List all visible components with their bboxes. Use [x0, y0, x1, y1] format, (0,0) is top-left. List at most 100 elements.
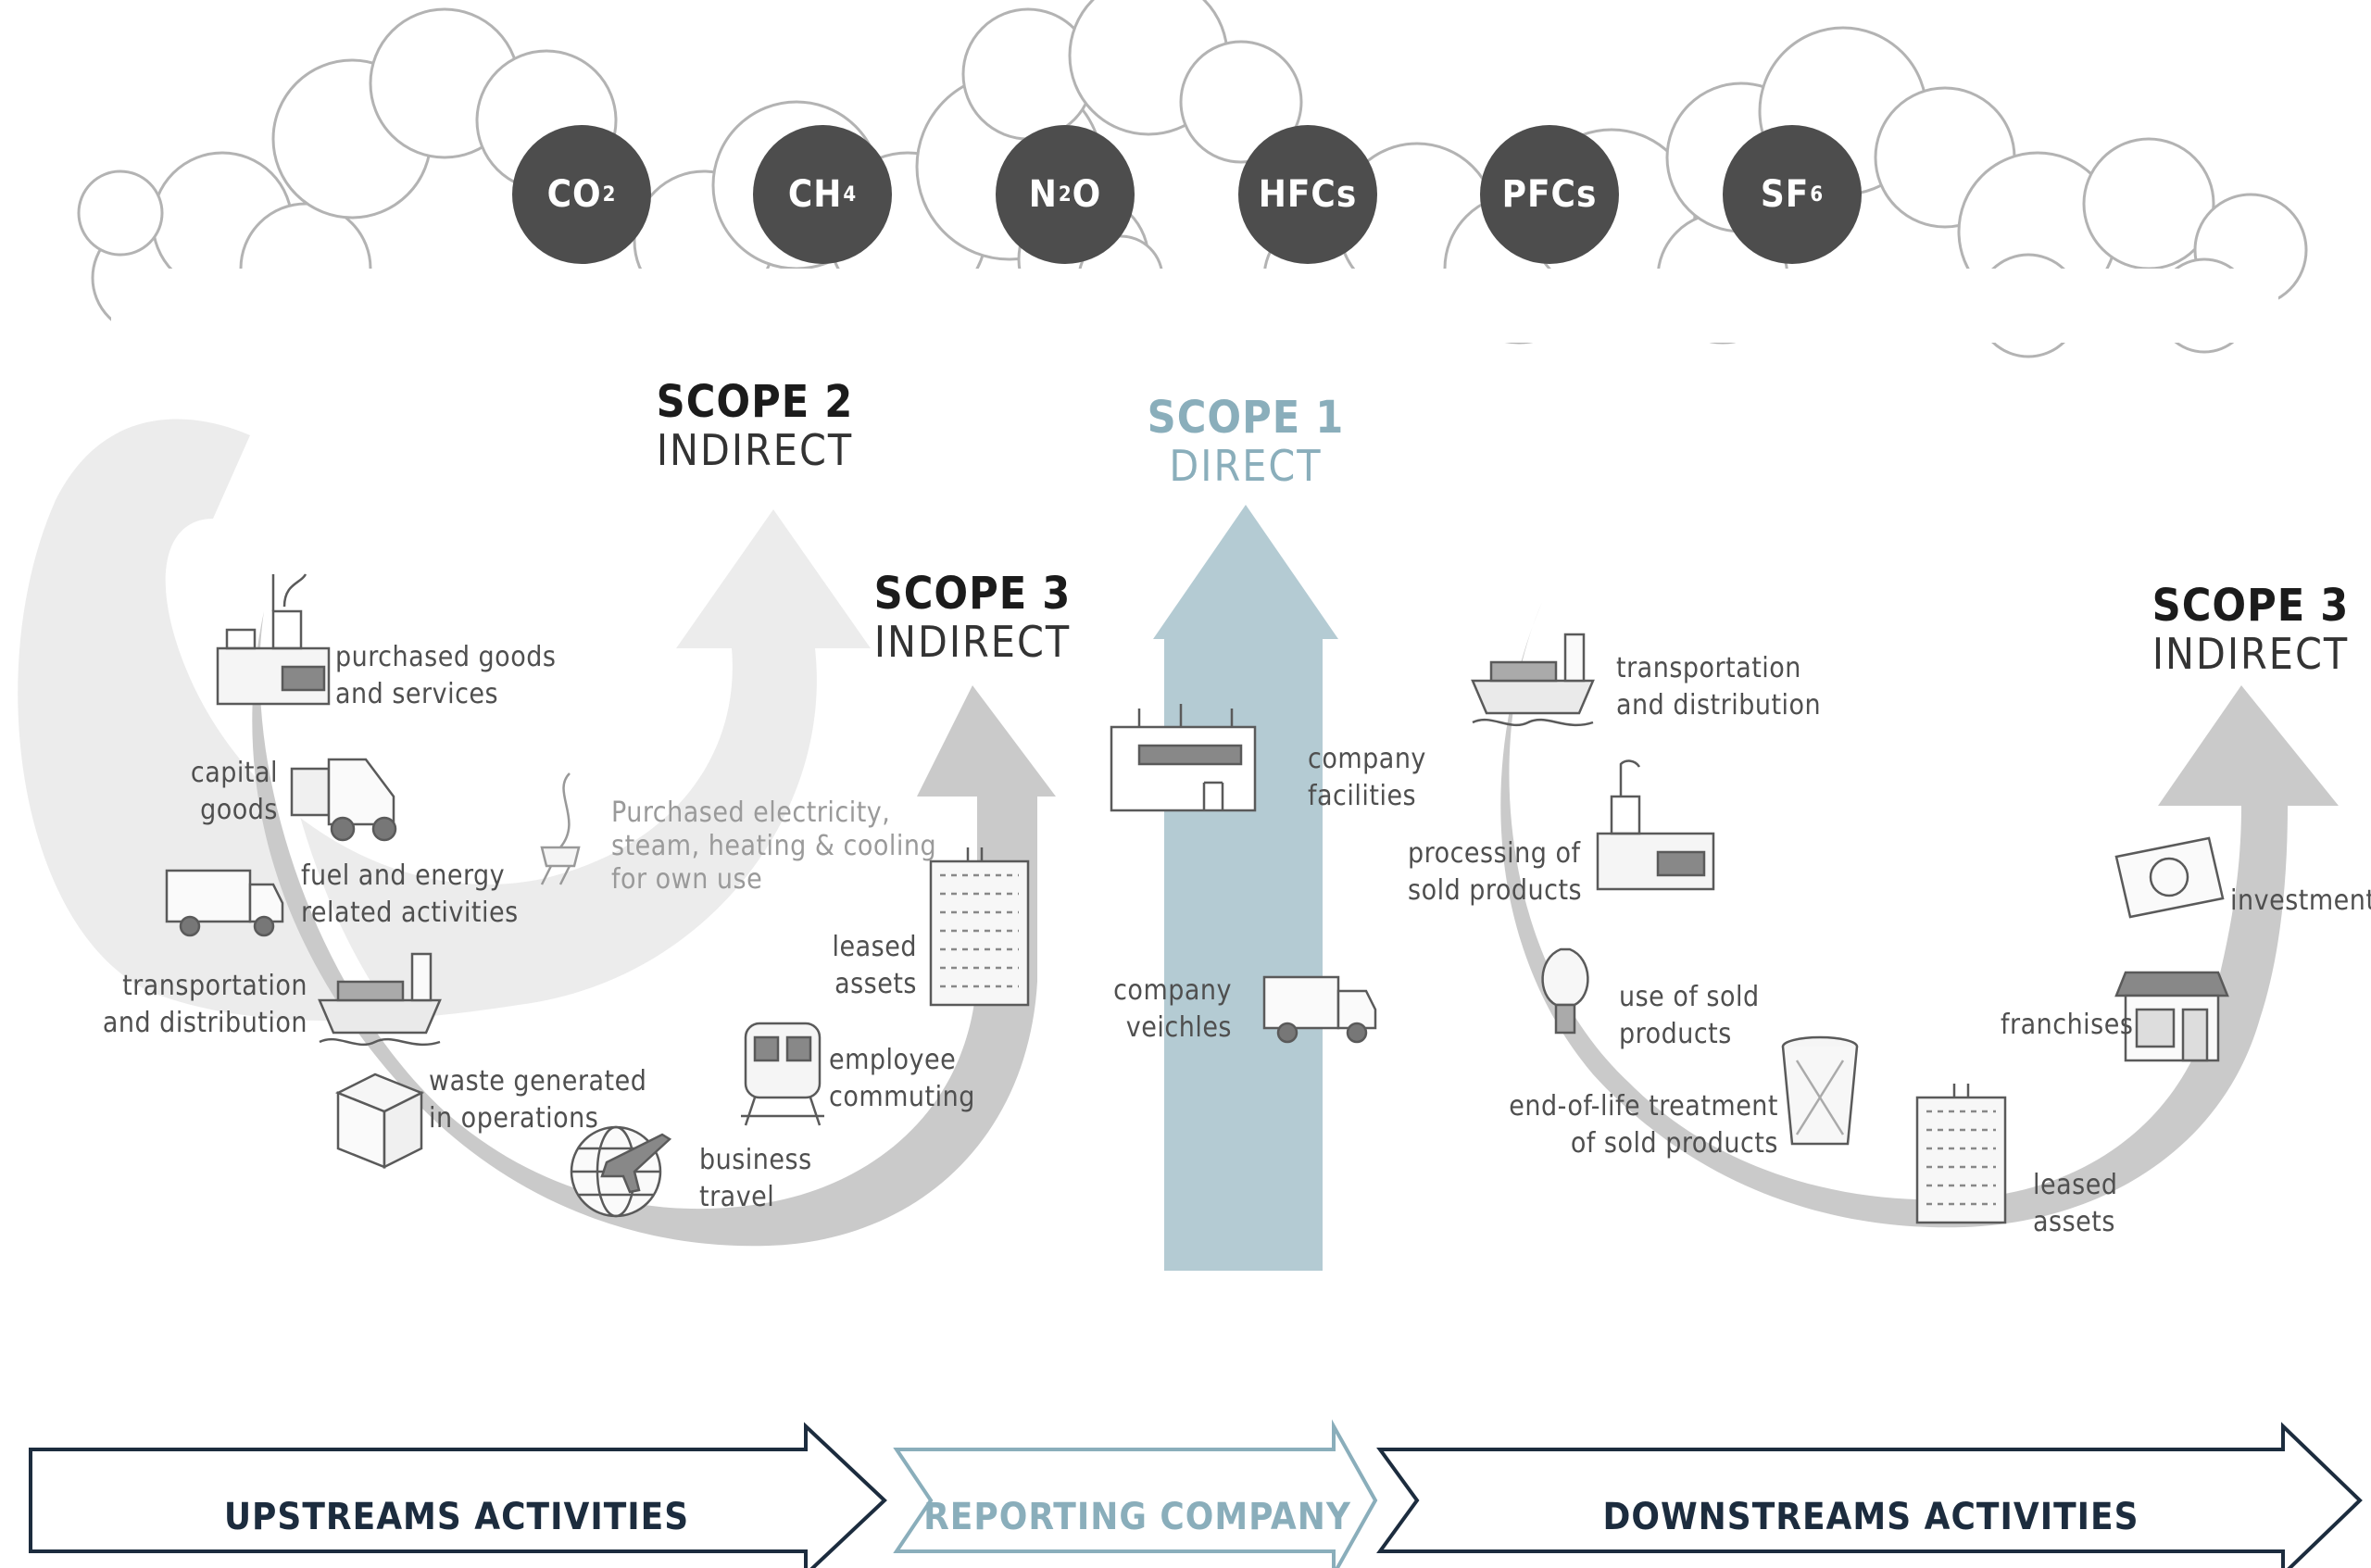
label-line: products: [1619, 1018, 1732, 1050]
processing-factory-icon: [1596, 759, 1715, 891]
company-truck-icon: [1262, 975, 1377, 1044]
gas-n2o-base: N: [1028, 173, 1058, 216]
light-bulb-icon: [1541, 947, 1589, 1035]
reporting-company-label: REPORTING COMPANY: [923, 1496, 1351, 1538]
downstream-bar-arrow: [1376, 1422, 2363, 1568]
label-purchased-goods: purchased goods and services: [335, 639, 556, 713]
label-line: travel: [699, 1181, 775, 1213]
label-line: sold products: [1408, 874, 1583, 907]
label-line: franchises: [2001, 1009, 2134, 1041]
gas-co2-base: CO: [546, 173, 602, 216]
label-line: and services: [335, 678, 499, 710]
label-line: fuel and energy: [301, 859, 506, 892]
label-use-of-sold: use of sold products: [1619, 979, 1760, 1053]
label-line: waste generated: [429, 1065, 647, 1098]
waste-bin-icon: [1781, 1035, 1859, 1146]
gas-co2-sub: 2: [602, 182, 617, 207]
label-line: of sold products: [1570, 1127, 1778, 1160]
skyscraper-icon: [929, 847, 1030, 1007]
label-line: facilities: [1308, 780, 1417, 812]
label-line: transportation: [1616, 652, 1801, 684]
upstream-bar-arrow: [29, 1422, 887, 1568]
label-downstream-leased-assets: leased assets: [2033, 1167, 2117, 1241]
upstream-activities-label: UPSTREAMS ACTIVITIES: [223, 1496, 690, 1538]
storefront-icon: [2114, 971, 2229, 1062]
gas-hfcs: HFCs: [1238, 125, 1377, 264]
label-processing: processing of sold products: [1408, 835, 1583, 909]
label-company-vehicles: company veichles: [1111, 972, 1232, 1047]
gas-ch4-base: CH: [787, 173, 843, 216]
company-building-icon: [1110, 704, 1257, 812]
label-line: commuting: [829, 1081, 975, 1113]
cargo-ship-icon: [318, 952, 442, 1047]
label-electricity: Purchased electricity, steam, heating & …: [611, 797, 936, 897]
gas-pfcs-base: PFCs: [1501, 173, 1598, 216]
label-upstream-leased-assets: leased assets: [815, 929, 917, 1003]
factory-icon: [216, 573, 331, 706]
gas-sf6-base: SF: [1760, 173, 1810, 216]
reporting-bar-arrow: [893, 1419, 1378, 1568]
scope3-upstream-subtitle: INDIRECT: [873, 617, 1072, 667]
label-capital-goods: capital goods: [167, 755, 278, 829]
scope3-downstream-subtitle: INDIRECT: [2151, 629, 2350, 679]
label-line: use of sold: [1619, 981, 1760, 1013]
gas-pfcs: PFCs: [1480, 125, 1619, 264]
label-line: investments: [2230, 884, 2371, 917]
label-line: and distribution: [102, 1007, 307, 1039]
label-line: in operations: [429, 1102, 599, 1135]
label-waste: waste generated in operations: [429, 1063, 646, 1137]
label-line: steam, heating & cooling: [611, 830, 937, 862]
scope2-heading: SCOPE 2 INDIRECT: [648, 378, 861, 474]
label-line: Purchased electricity,: [611, 797, 891, 829]
forklift-icon: [290, 758, 397, 842]
scope3-downstream-heading: SCOPE 3 INDIRECT: [2149, 582, 2352, 678]
label-line: capital: [190, 757, 278, 789]
cloud-mid-top: [961, 0, 1303, 164]
label-downstream-transportation: transportation and distribution: [1616, 650, 1821, 724]
gas-hfcs-base: HFCs: [1258, 173, 1358, 216]
label-line: purchased goods: [335, 641, 557, 673]
label-business-travel: business travel: [699, 1142, 812, 1216]
cloud-band: [77, 0, 2308, 358]
label-end-of-life: end-of-life treatment of sold products: [1500, 1088, 1778, 1162]
label-line: and distribution: [1616, 689, 1822, 721]
scope2-title: SCOPE 2: [656, 376, 854, 428]
scope3-downstream-title: SCOPE 3: [2151, 580, 2350, 632]
label-line: company: [1113, 974, 1232, 1007]
scope2-subtitle: INDIRECT: [656, 425, 854, 475]
label-line: for own use: [611, 863, 763, 896]
label-line: employee: [829, 1044, 957, 1076]
label-line: company: [1308, 743, 1426, 775]
scope1-subtitle: DIRECT: [1169, 441, 1323, 491]
gas-n2o-sub: 2: [1058, 182, 1073, 207]
label-fuel-energy: fuel and energy related activities: [301, 858, 519, 932]
label-line: processing of: [1408, 837, 1581, 870]
label-line: leased: [2033, 1169, 2118, 1201]
gas-n2o-tail: O: [1072, 173, 1102, 216]
downstream-skyscraper-icon: [1915, 1084, 2007, 1224]
icons: [165, 573, 2229, 1224]
label-company-facilities: company facilities: [1308, 741, 1426, 815]
power-plug-icon: [540, 772, 581, 885]
label-line: business: [699, 1144, 812, 1176]
label-line: goods: [200, 794, 278, 826]
scope1-arrow: [1153, 505, 1338, 1271]
cardboard-box-icon: [334, 1073, 425, 1170]
label-employee-commuting: employee commuting: [829, 1042, 975, 1116]
label-line: assets: [834, 968, 917, 1000]
scope1-heading: SCOPE 1 DIRECT: [1139, 394, 1352, 490]
scope3-upstream-heading: SCOPE 3 INDIRECT: [871, 570, 1074, 666]
label-franchises: franchises: [2001, 1007, 2133, 1044]
gas-ch4-sub: 4: [843, 182, 858, 207]
train-icon: [741, 1022, 824, 1126]
downstream-cargo-ship-icon: [1471, 633, 1595, 727]
money-bill-icon: [2114, 836, 2225, 919]
label-upstream-transportation: transportation and distribution: [93, 968, 307, 1042]
scope1-title: SCOPE 1: [1147, 392, 1345, 444]
delivery-van-icon: [165, 869, 284, 937]
